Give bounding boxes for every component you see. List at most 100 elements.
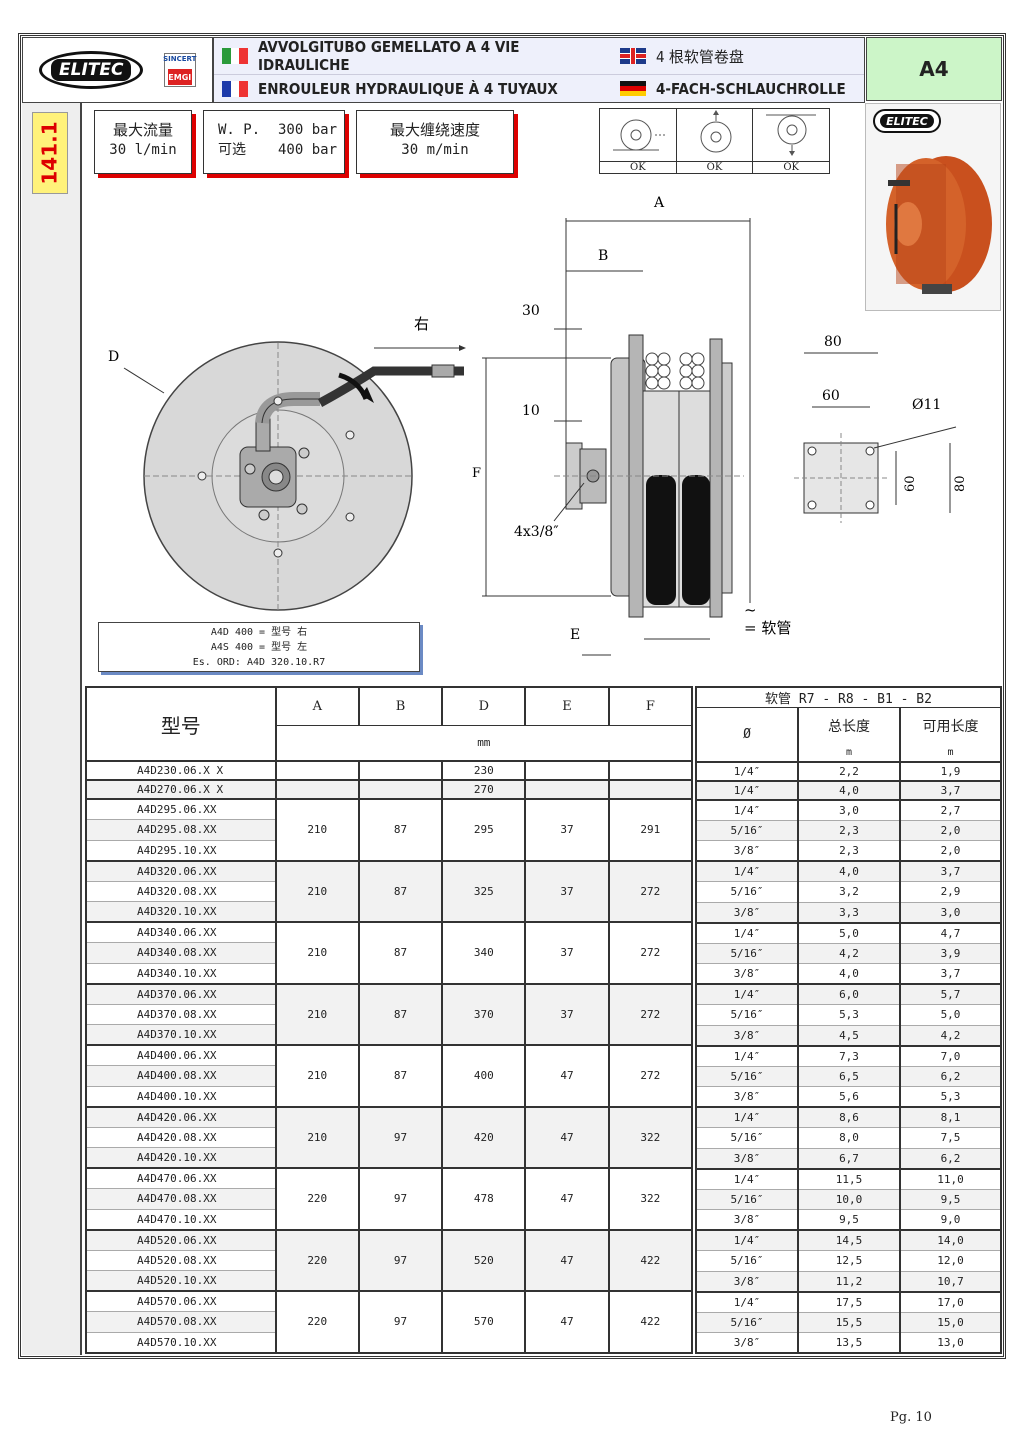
usable-cell: 7,5: [899, 1127, 1001, 1149]
dim-D-cell: 478: [441, 1168, 526, 1231]
total-cell: 12,5: [797, 1250, 900, 1272]
total-cell: 4,5: [797, 1025, 900, 1047]
mounting-orientations: OK OK OK: [599, 108, 830, 174]
total-cell: 8,0: [797, 1127, 900, 1149]
model-cell: A4D340.10.XX: [86, 963, 276, 985]
model-cell: A4D470.10.XX: [86, 1209, 276, 1231]
page-footer: Pg. 10: [890, 1410, 932, 1425]
model-cell: A4D400.08.XX: [86, 1065, 276, 1087]
title-cn-text: 4 根软管卷盘: [656, 47, 744, 66]
dia-cell: 1/4″: [696, 922, 798, 944]
dim-D-cell: 230: [441, 761, 526, 781]
dim-A-cell: 210: [274, 983, 359, 1046]
dim-B-cell: 87: [357, 1045, 443, 1108]
dim-F-cell: 291: [607, 799, 692, 862]
usable-cell: 12,0: [899, 1250, 1001, 1272]
table-row: A4D420.08.XX: [86, 1127, 692, 1148]
dim-30-label: 30: [522, 303, 540, 319]
title-italian: AVVOLGITUBO GEMELLATO A 4 VIE IDRAULICHE: [214, 38, 612, 75]
dim-F-cell: [607, 761, 692, 781]
usable-cell: 17,0: [899, 1291, 1001, 1313]
dim-F-label: F: [472, 466, 481, 481]
dia-cell: 1/4″: [696, 780, 798, 801]
dim-A-cell: 210: [274, 799, 359, 862]
dim-B-cell: 87: [357, 860, 443, 923]
germany-flag-icon: [620, 80, 646, 97]
flow-value: 30 l/min: [109, 142, 177, 158]
wp-value: 300 bar: [278, 122, 338, 138]
dim-D-cell: 340: [441, 922, 526, 985]
usable-cell: 5,3: [899, 1086, 1001, 1108]
usable-unit: m: [899, 743, 1001, 762]
cert-bottom-text: EMGI: [167, 69, 192, 85]
hose-legend: = 软管: [744, 619, 791, 637]
side-page-number: 141.1: [32, 112, 68, 194]
model-cell: A4D520.08.XX: [86, 1250, 276, 1271]
mount-ceiling-icon: [766, 114, 817, 156]
reel-front-view: 右 D: [108, 315, 466, 611]
model-cell: A4D295.06.XX: [86, 799, 276, 820]
dia-cell: 1/4″: [696, 1107, 798, 1128]
mount-option-3: OK: [753, 109, 830, 173]
dim-E-label: E: [570, 627, 580, 643]
dim-D-cell: 270: [441, 780, 526, 800]
base-plate-view: 80 60 Ø11 60 80: [794, 334, 968, 523]
title-it-text: AVVOLGITUBO GEMELLATO A 4 VIE IDRAULICHE: [258, 38, 520, 74]
product-photo: ELITEC: [865, 103, 1001, 311]
dim-A-cell: [274, 761, 359, 781]
dia-header: Ø: [696, 707, 798, 763]
mount-ok-3: OK: [753, 161, 830, 173]
usable-cell: 11,0: [899, 1168, 1001, 1190]
dim-D-cell: 420: [441, 1106, 526, 1169]
hose-table: 软管 R7 - R8 - B1 - B2 Ø 总长度 可用长度 m m 1/4″…: [695, 686, 1002, 1354]
title-fr-text: ENROULEUR HYDRAULIQUE À 4 TUYAUX: [258, 79, 558, 98]
dim-F-cell: 272: [607, 1045, 692, 1108]
usable-cell: 15,0: [899, 1312, 1001, 1333]
usable-cell: 3,7: [899, 963, 1001, 985]
total-cell: 7,3: [797, 1045, 900, 1067]
model-cell: A4D470.08.XX: [86, 1188, 276, 1210]
usable-cell: 13,0: [899, 1332, 1001, 1354]
dia-cell: 5/16″: [696, 1250, 798, 1272]
dim-D-cell: 570: [441, 1291, 526, 1354]
dim-A-cell: 210: [274, 1045, 359, 1108]
dia-cell: 3/8″: [696, 963, 798, 985]
model-cell: A4D320.08.XX: [86, 881, 276, 902]
dim-E-cell: 47: [524, 1045, 609, 1108]
dim-B-cell: 97: [357, 1229, 443, 1292]
unit-header: mm: [274, 724, 692, 761]
total-cell: 15,5: [797, 1312, 900, 1333]
table-row: A4D520.08.XX: [86, 1250, 692, 1271]
total-cell: 4,0: [797, 861, 900, 882]
title-de-text: 4-FACH-SCHLAUCHROLLE: [656, 79, 846, 98]
dim-F-cell: 422: [607, 1291, 692, 1354]
reel-side-view: A B 30 10 F 4x3/8″ E ~ = 软管: [472, 195, 791, 656]
caption-line-1: A4D 400 = 型号 右: [210, 627, 308, 638]
hose-symbol: ~: [744, 601, 757, 619]
total-cell: 14,5: [797, 1230, 900, 1251]
usable-cell: 9,5: [899, 1189, 1001, 1210]
model-cell: A4D570.10.XX: [86, 1332, 276, 1354]
uk-flag-icon: [620, 48, 646, 64]
dim-E-cell: 47: [524, 1291, 609, 1354]
table-row: A4D320.08.XX: [86, 881, 692, 902]
elitec-logo: ELITEC: [39, 51, 144, 89]
model-cell: A4D520.06.XX: [86, 1229, 276, 1251]
total-cell: 6,5: [797, 1066, 900, 1087]
table-row: A4D470.10.XX: [86, 1209, 692, 1231]
usable-cell: 10,7: [899, 1271, 1001, 1293]
model-header: 型号: [86, 687, 276, 762]
